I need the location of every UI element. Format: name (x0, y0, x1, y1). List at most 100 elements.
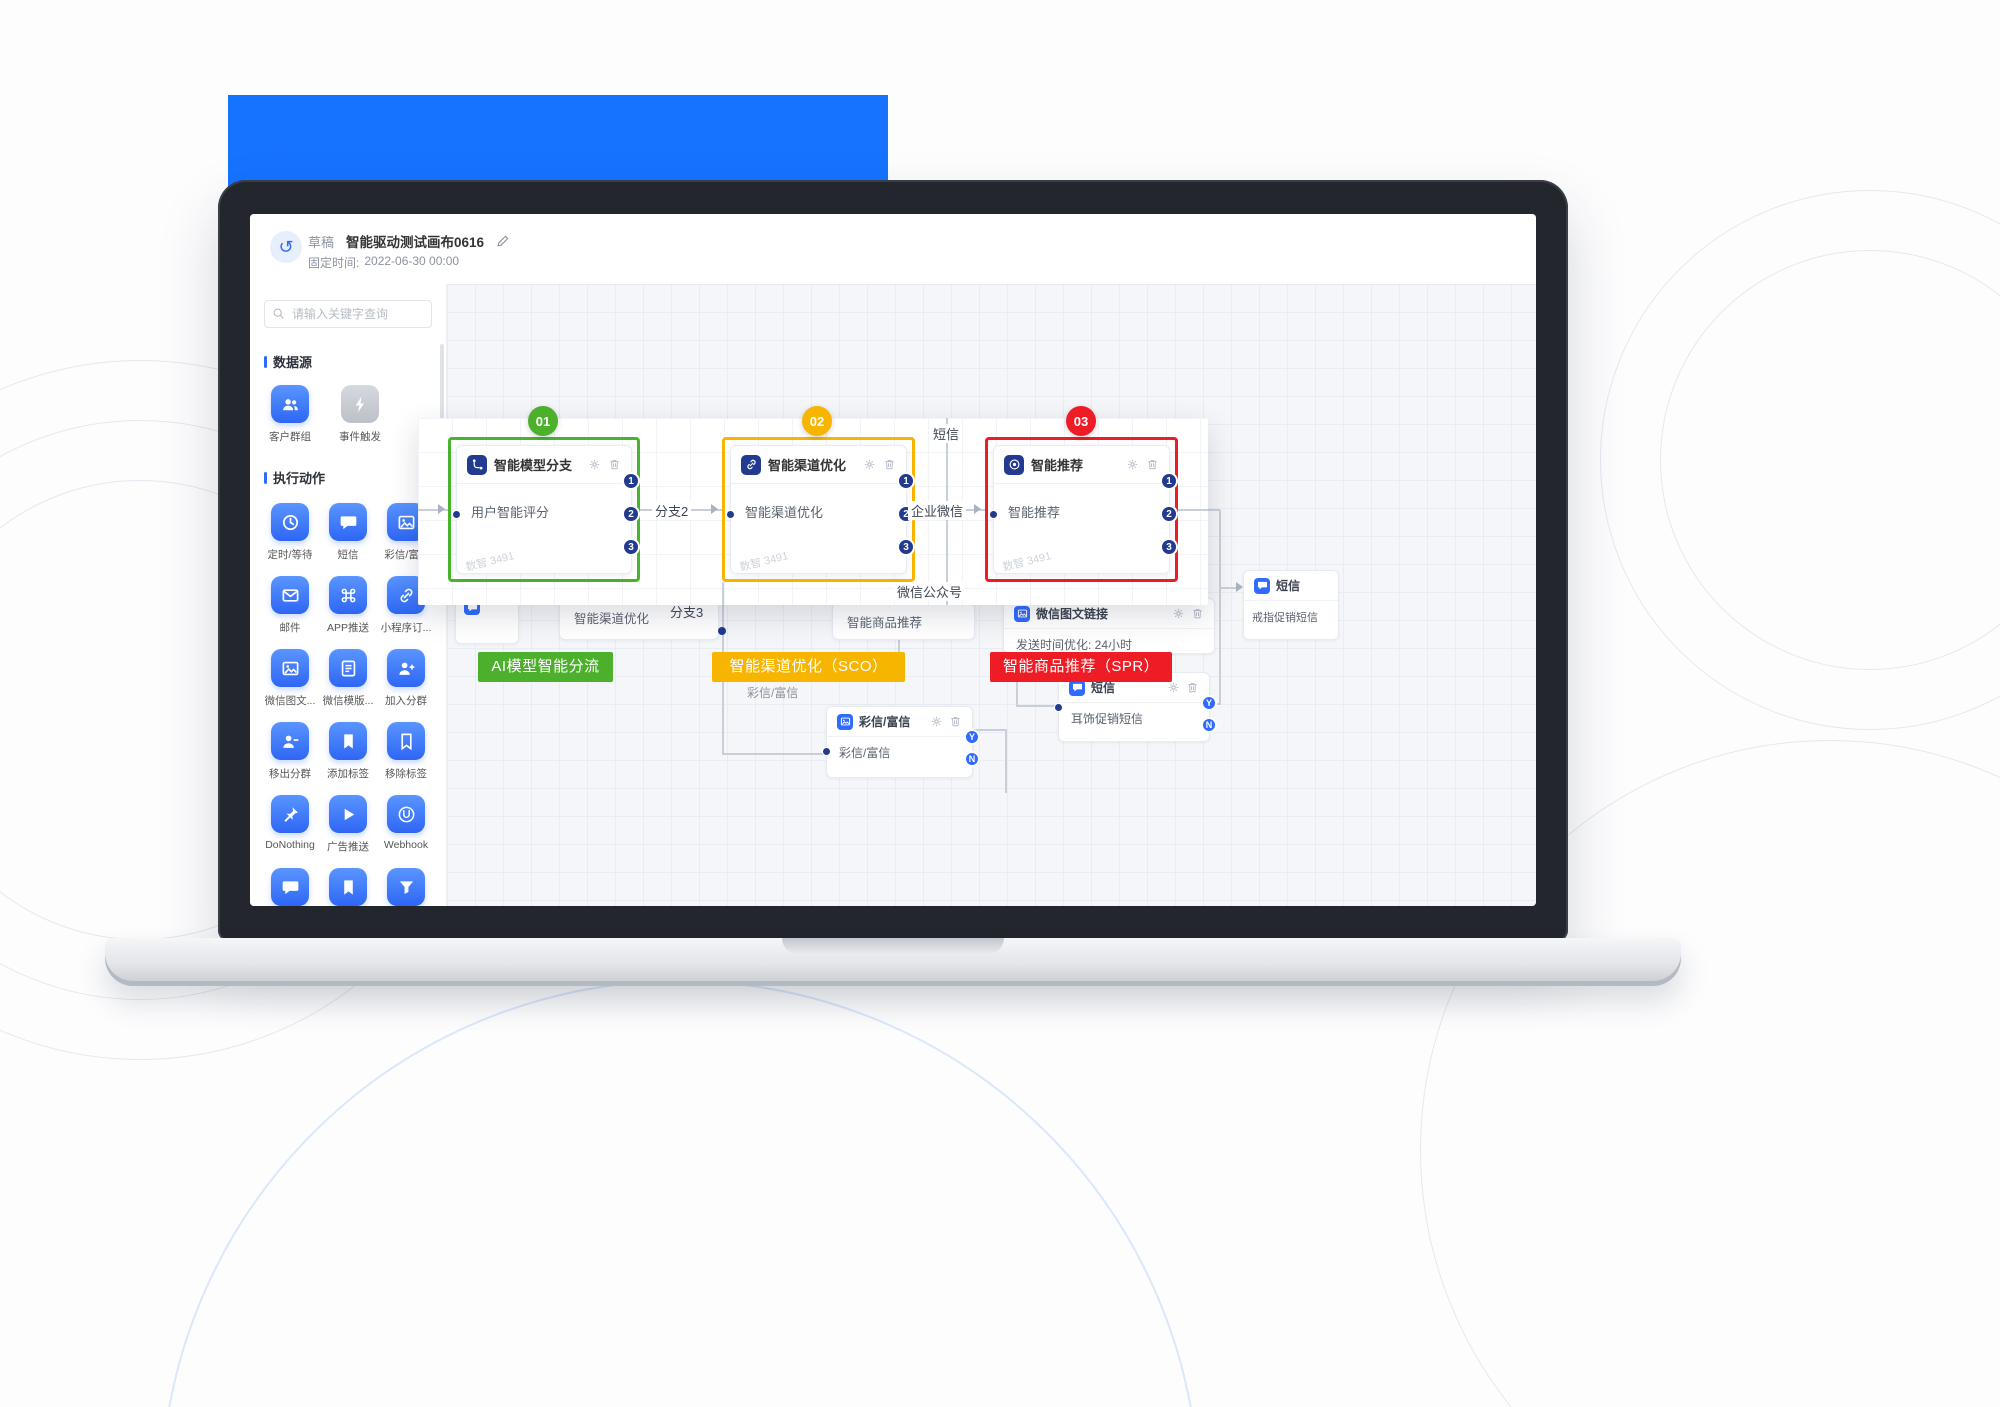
action-item[interactable] (320, 868, 376, 906)
connector-line (973, 729, 1007, 731)
output-port-1[interactable]: 1 (1160, 472, 1178, 490)
data-source-item[interactable]: 客户群组 (262, 385, 318, 444)
action-item[interactable] (262, 868, 318, 906)
edit-title-icon[interactable] (496, 234, 510, 248)
node-sms-earring[interactable]: 短信 耳饰促销短信 Y N (1054, 672, 1217, 742)
gear-icon[interactable] (588, 458, 601, 471)
arrowhead (974, 504, 986, 514)
highlight-box-recommend: 智能推荐 智能推荐 1 2 3 数智 3491 (985, 437, 1178, 582)
output-port-3[interactable]: 3 (1160, 538, 1178, 556)
search-input[interactable] (264, 300, 432, 328)
action-item[interactable]: 短信 (320, 503, 376, 562)
node-recommend[interactable]: 智能推荐 智能推荐 1 2 3 数智 3491 (989, 445, 1178, 574)
watermark: 数智 3491 (738, 550, 790, 574)
sms-icon (329, 503, 367, 541)
watermark: 数智 3491 (464, 550, 516, 574)
branch-node-icon (467, 454, 487, 475)
port-no[interactable]: N (1201, 717, 1217, 733)
arrowhead (438, 504, 450, 514)
connector-line (1219, 587, 1241, 589)
input-port[interactable] (726, 510, 735, 519)
gear-icon[interactable] (930, 715, 943, 728)
node-mms[interactable]: 彩信/富信 彩信/富信 Y N (822, 706, 980, 778)
action-item[interactable]: 移出分群 (262, 722, 318, 781)
step-badge-03: 03 (1066, 406, 1096, 436)
laptop-base (105, 938, 1681, 986)
action-item[interactable]: 广告推送 (320, 795, 376, 854)
chat-icon (271, 868, 309, 906)
gear-icon[interactable] (1172, 607, 1185, 620)
action-item[interactable]: 微信模版... (320, 649, 376, 708)
action-item[interactable]: 邮件 (262, 576, 318, 635)
userminus-icon (271, 722, 309, 760)
action-item[interactable]: 移除标签 (378, 722, 434, 781)
trash-icon[interactable] (1186, 681, 1199, 694)
gear-icon[interactable] (1126, 458, 1139, 471)
action-item[interactable]: DoNothing (262, 795, 318, 854)
output-port-2[interactable]: 2 (1160, 505, 1178, 523)
input-port[interactable] (989, 510, 998, 519)
output-port-3[interactable]: 3 (897, 538, 915, 556)
input-port[interactable] (1054, 703, 1063, 712)
node-spr[interactable]: 智能商品推荐 (832, 602, 975, 640)
output-port-3[interactable]: 3 (622, 538, 640, 556)
legend-spr: 智能商品推荐（SPR） (990, 652, 1172, 682)
input-port[interactable] (452, 510, 461, 519)
trash-icon[interactable] (608, 458, 621, 471)
doc-icon (329, 649, 367, 687)
action-item[interactable]: 微信图文... (262, 649, 318, 708)
node-wechat-article[interactable]: 微信图文链接 发送时间优化: 24小时 (1003, 598, 1215, 654)
wechat-oa-channel-label: 微信公众号 (894, 582, 966, 601)
action-item[interactable]: 定时/等待 (262, 503, 318, 562)
laptop-screen: ↺ 草稿 智能驱动测试画布0616 固定时间:2022-06-30 00:00 … (218, 180, 1568, 942)
input-port[interactable] (822, 747, 831, 756)
pin-icon (271, 795, 309, 833)
tagoff-icon (387, 722, 425, 760)
port-yes[interactable]: Y (964, 729, 980, 745)
canvas-title: 智能驱动测试画布0616 (346, 235, 485, 250)
connector-line (1016, 705, 1058, 707)
output-port-1[interactable]: 1 (897, 472, 915, 490)
app-window: ↺ 草稿 智能驱动测试画布0616 固定时间:2022-06-30 00:00 … (250, 214, 1536, 906)
trash-icon[interactable] (949, 715, 962, 728)
node-channel-opt[interactable]: 智能渠道优化 智能渠道优化 1 2 3 数智 3491 (726, 445, 915, 574)
port-no[interactable]: N (964, 751, 980, 767)
action-item[interactable]: 添加标签 (320, 722, 376, 781)
data-source-item[interactable]: 事件触发 (332, 385, 388, 444)
step-badge-01: 01 (528, 406, 558, 436)
gear-icon[interactable] (863, 458, 876, 471)
sms-node-icon (1254, 577, 1270, 594)
action-item[interactable]: 加入分群 (378, 649, 434, 708)
action-item[interactable]: Webhook (378, 795, 434, 854)
back-button[interactable]: ↺ (270, 231, 302, 263)
wecom-channel-label: 企业微信 (908, 501, 967, 520)
node-model-branch[interactable]: 智能模型分支 用户智能评分 1 2 3 数智 3491 (452, 445, 640, 574)
highlight-box-channel-opt: 智能渠道优化 智能渠道优化 1 2 3 数智 3491 (722, 437, 915, 582)
trash-icon[interactable] (1191, 607, 1204, 620)
sidebar-scrollbar[interactable] (440, 344, 444, 430)
gear-icon[interactable] (1167, 681, 1180, 694)
webhook-icon (387, 795, 425, 833)
funnel-icon (387, 868, 425, 906)
userplus-icon (387, 649, 425, 687)
connector-line (722, 582, 724, 605)
port-yes[interactable]: Y (1201, 695, 1217, 711)
port-dot[interactable] (718, 627, 726, 635)
image-icon (271, 649, 309, 687)
output-port-2[interactable]: 2 (622, 505, 640, 523)
sms-node-icon (1069, 679, 1085, 696)
action-item[interactable] (378, 868, 434, 906)
node-sms-ring[interactable]: 短信 戒指促销短信 (1243, 570, 1339, 640)
action-item[interactable]: APP推送 (320, 576, 376, 635)
zoom-overlay: 分支2 短信 企业微信 微信公众号 智能模型分支 用户智能评分 (418, 418, 1208, 605)
tag-icon (329, 868, 367, 906)
trash-icon[interactable] (1146, 458, 1159, 471)
cmd-icon (329, 576, 367, 614)
connector-line (1178, 509, 1208, 511)
output-port-1[interactable]: 1 (622, 472, 640, 490)
arrowhead (711, 504, 723, 514)
sms-channel-label: 短信 (930, 424, 963, 443)
clock-icon (271, 503, 309, 541)
bolt-icon (341, 385, 379, 423)
trash-icon[interactable] (883, 458, 896, 471)
